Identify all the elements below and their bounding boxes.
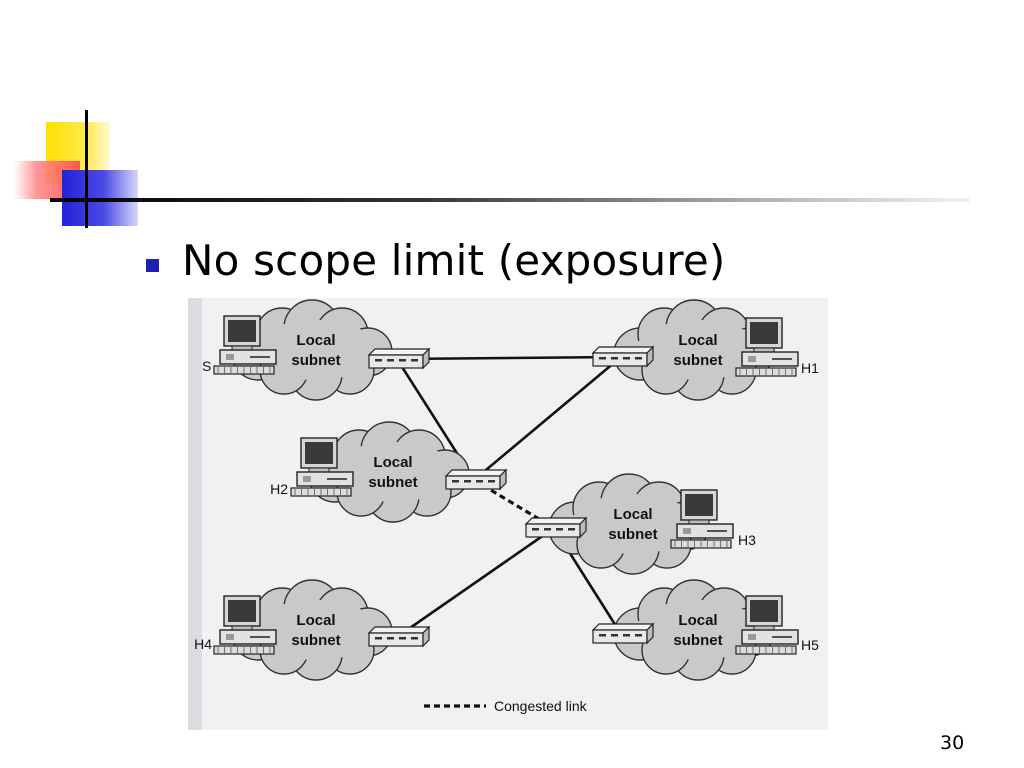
computer-icon-H3 [670, 489, 734, 549]
host-label-H1: H1 [801, 360, 819, 376]
computer-icon-H1 [735, 317, 799, 377]
cloud-label-line2-S: subnet [291, 352, 340, 369]
figure-shadow-edge [188, 298, 202, 730]
cloud-label-line2-H2: subnet [368, 474, 417, 491]
link-H1-H2 [473, 356, 622, 481]
host-label-S: S [202, 358, 211, 374]
computer-icon-H5 [735, 595, 799, 655]
bullet-text: No scope limit (exposure) [182, 236, 726, 285]
router-icon-H2 [444, 468, 508, 491]
title-divider-line [50, 198, 970, 202]
bullet-square-icon [146, 259, 159, 272]
host-label-H5: H5 [801, 637, 819, 653]
cloud-H1 [613, 299, 775, 401]
cloud-label-line1-H5: Local [678, 612, 717, 629]
cloud-label-line2-H1: subnet [673, 352, 722, 369]
legend-label: Congested link [494, 698, 588, 714]
router-icon-H1 [591, 345, 655, 368]
cloud-label-line1-S: Local [296, 332, 335, 349]
cloud-label-line1-H4: Local [296, 612, 335, 629]
cloud-label-line2-H5: subnet [673, 632, 722, 649]
deco-vertical-line [85, 110, 88, 228]
host-label-H3: H3 [738, 532, 756, 548]
link-H3-H4 [396, 526, 555, 639]
router-icon-H3 [524, 516, 588, 539]
cloud-label-line1-H1: Local [678, 332, 717, 349]
cloud-label-line2-H3: subnet [608, 526, 657, 543]
computer-icon-S [213, 315, 277, 375]
computer-icon-H2 [290, 437, 354, 497]
cloud-S [231, 299, 393, 401]
router-icon-S [367, 347, 431, 370]
cloud-H2 [308, 421, 470, 523]
page-number: 30 [940, 732, 965, 754]
router-icon-H5 [591, 622, 655, 645]
cloud-label-line1-H3: Local [613, 506, 652, 523]
cloud-label-line2-H4: subnet [291, 632, 340, 649]
router-icon-H4 [367, 625, 431, 648]
host-label-H2: H2 [270, 481, 288, 497]
computer-icon-H4 [213, 595, 277, 655]
host-label-H4: H4 [194, 636, 212, 652]
link-S-H1 [396, 355, 622, 361]
cloud-label-line1-H2: Local [373, 454, 412, 471]
